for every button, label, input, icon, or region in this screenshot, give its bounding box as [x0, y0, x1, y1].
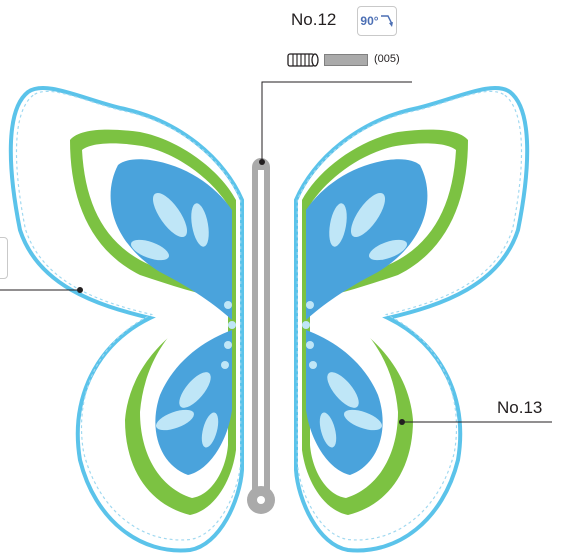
callout-label-no12: No.12 — [291, 10, 336, 30]
butterfly-body — [247, 158, 275, 514]
leader-dot-right — [399, 419, 405, 425]
leader-dot-top — [259, 159, 265, 165]
rotation-button[interactable]: 90° — [357, 6, 397, 36]
rotate-clockwise-icon — [380, 13, 394, 29]
thread-spool-icon — [286, 51, 320, 69]
leader-dot-left — [77, 287, 83, 293]
rotation-value: 90° — [360, 14, 378, 28]
left-wing — [11, 88, 242, 550]
right-wing — [296, 88, 527, 550]
thread-color-swatch — [324, 54, 368, 66]
callout-label-no13: No.13 — [497, 398, 542, 418]
thread-code: (005) — [374, 53, 400, 65]
left-callout-box — [0, 237, 8, 279]
